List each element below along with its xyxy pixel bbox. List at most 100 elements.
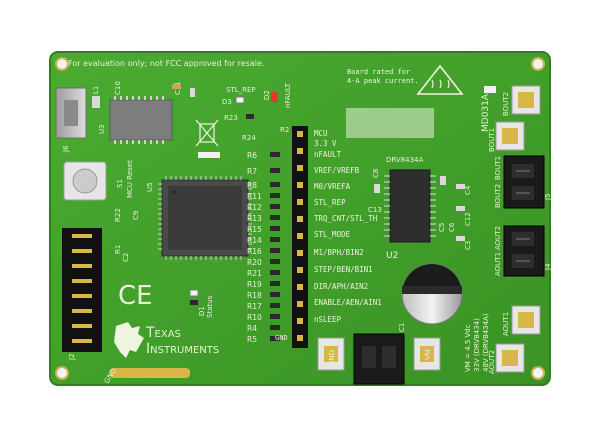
mounting-hole [531, 57, 545, 71]
label-aout2: AOUT2 [494, 226, 502, 250]
ref-j2: J2 [68, 353, 76, 361]
ref-d2: D2 [263, 90, 271, 100]
ref-c8: C8 [372, 169, 380, 178]
resistor [190, 300, 198, 305]
header-label: M1/BPH/BIN2 [314, 248, 364, 257]
ref-c2: C2 [122, 253, 130, 262]
label-gnd-pad: GND [328, 350, 336, 366]
smd-part [190, 88, 195, 97]
rating-line-2: 4-A peak current. [347, 77, 419, 85]
vm-rating: VM = 4.5 Vdc [464, 324, 472, 372]
texas-instruments-logo-icon [114, 322, 144, 358]
ref-c3: C3 [464, 241, 472, 250]
ref-c12: C12 [464, 212, 472, 226]
mounting-hole [531, 366, 545, 380]
resistor-ref: R8 [247, 181, 257, 190]
ref-j5: J5 [544, 193, 552, 201]
ref-s1: S1 [116, 179, 124, 188]
ref-u3: U3 [98, 124, 106, 134]
ref-c5: C5 [438, 223, 446, 232]
resistor-ref: R12 [247, 203, 262, 212]
output-pads[interactable] [495, 85, 541, 373]
resistor-ref: R4 [247, 324, 257, 333]
resistor-column: R6 R7 R8 R11 R12 R13 R15 R14 R16 R20 R21… [247, 151, 280, 344]
status-label: Status [206, 295, 214, 318]
header-label: ENABLE/AEN/AIN1 [314, 298, 382, 307]
header-label: STL_REP [314, 198, 346, 207]
header-label: MCU [314, 129, 328, 138]
silk-bar [198, 152, 220, 158]
ref-r23: R23 [224, 114, 238, 122]
ref-l1: L1 [92, 86, 100, 94]
header-label: STEP/BEN/BIN1 [314, 265, 373, 274]
header-label: GND [275, 334, 288, 342]
label-bout1-top: BOUT1 [488, 128, 496, 152]
logo-texas: Texas [145, 325, 181, 341]
resistor-ref: R21 [247, 269, 262, 278]
weee-bin-icon [195, 119, 219, 147]
hot-surface-warning-icon [416, 64, 464, 95]
header-label: nFAULT [314, 150, 342, 159]
header-label: VREF/VREFB [314, 166, 360, 175]
header-label: TRQ_CNT/STL_TH [314, 214, 378, 223]
driver-chip-u2 [384, 169, 436, 243]
chip-u3 [109, 99, 173, 141]
label-vm-pad: VM [424, 349, 432, 360]
resistor-ref: R7 [247, 167, 257, 176]
ref-r2: R2 [280, 126, 289, 134]
board-notice: For evaluation only; not FCC approved fo… [68, 59, 264, 68]
ref-r22: R22 [114, 208, 122, 222]
vm-line-3: 48V (DRV8434A) [482, 313, 490, 372]
ref-c10: C10 [114, 81, 122, 95]
label-bout2-top: BOUT2 [502, 92, 510, 116]
header-label: STL_MODE [314, 230, 351, 239]
resistor-ref: R18 [247, 291, 262, 300]
power-pads[interactable] [317, 337, 441, 371]
mounting-hole [55, 366, 69, 380]
vm-line-2: 33V (DRV8434) [473, 318, 481, 372]
ce-mark: CE [118, 281, 153, 311]
silk-label-area [346, 108, 434, 138]
resistor-ref: R19 [247, 280, 262, 289]
header-label: 3.3 V [314, 139, 337, 148]
ref-r24: R24 [242, 134, 256, 142]
resistor-ref: R10 [247, 313, 262, 322]
ref-nfault-led: nFAULT [284, 82, 292, 108]
label-bout1: BOUT1 [494, 156, 502, 180]
led-d3 [235, 96, 245, 104]
logo-instruments: Instruments [146, 341, 219, 357]
resistor-ref: R20 [247, 258, 262, 267]
signal-pin-header[interactable] [292, 126, 308, 348]
header-label: M0/VREFA [314, 182, 351, 191]
header-label: nSLEEP [314, 315, 342, 324]
resistor-ref: R15 [247, 225, 262, 234]
u2-part-number: DRV8434A [386, 156, 423, 164]
silk-marker [484, 86, 496, 93]
motor-terminal-j4[interactable] [503, 225, 545, 277]
reset-button[interactable] [63, 161, 107, 201]
ref-d3: D3 [222, 98, 232, 106]
part-id: MD031A- [481, 91, 491, 132]
motor-terminal-j5[interactable] [503, 155, 545, 209]
resistor-ref: R16 [247, 247, 262, 256]
resistor-ref: R14 [247, 236, 262, 245]
resistor-ref: R5 [247, 335, 257, 344]
ref-u5: U5 [146, 182, 154, 192]
mounting-hole [55, 57, 69, 71]
mcu-chip [161, 179, 249, 257]
ref-d1: D1 [198, 306, 206, 316]
ref-c13: C13 [368, 206, 382, 214]
programming-header-j2[interactable] [62, 228, 102, 352]
ref-u2: U2 [386, 251, 398, 261]
power-input-terminal[interactable] [353, 333, 405, 385]
header-label: DIR/APH/AIN2 [314, 282, 368, 291]
label-aout2-bot: AOUT2 [488, 350, 496, 374]
ref-j4: J4 [544, 263, 552, 271]
header-labels: MCU 3.3 V nFAULT VREF/VREFB M0/VREFA STL… [275, 129, 382, 342]
resistor-ref: R11 [247, 192, 262, 201]
status-led [189, 289, 199, 297]
ref-j6: J6 [62, 145, 70, 153]
label-bout2: BOUT2 [494, 184, 502, 208]
ref-c4: C4 [464, 185, 472, 195]
